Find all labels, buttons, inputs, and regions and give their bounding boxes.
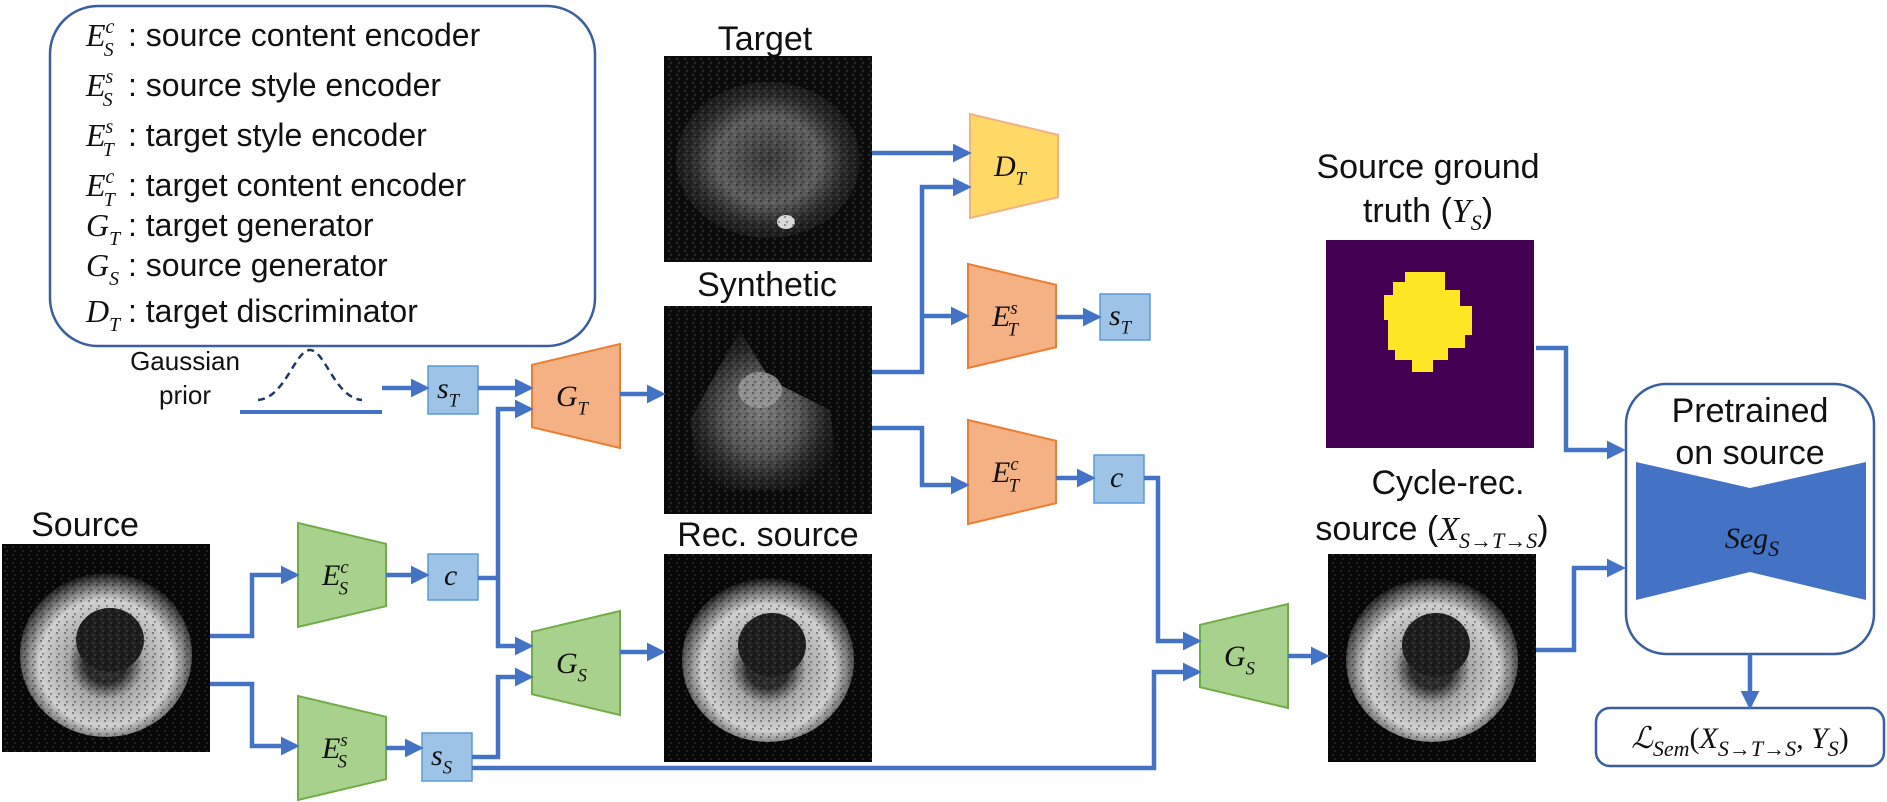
legend-text: : source generator — [128, 247, 388, 283]
gaussian-prior-label-2: prior — [159, 380, 211, 410]
code-symbol: c — [1110, 461, 1123, 494]
segmenter-symbol: SegS — [1725, 522, 1779, 561]
code-c-target: c — [1093, 454, 1145, 504]
legend-text: : target style encoder — [128, 117, 427, 153]
loss-formula: ℒSem(XS→T→S, YS) — [1631, 722, 1849, 761]
arrow — [478, 399, 534, 581]
arrow — [495, 578, 534, 656]
arrow — [1144, 475, 1202, 651]
cycle-rec-image — [1328, 554, 1536, 762]
code-s-t-prior: sT — [427, 365, 479, 415]
legend-text: : target discriminator — [128, 293, 418, 329]
target-label: Target — [718, 20, 813, 58]
cycle-label-2: source (XS→T→S) — [1315, 510, 1548, 553]
block-symbol: GS — [556, 647, 587, 686]
segmenter-box: Pretrained on source SegS — [1624, 382, 1876, 656]
gaussian-curve-icon — [257, 348, 363, 402]
block-symbol: GS — [1224, 640, 1255, 679]
cycle-label-1: Cycle-rec. — [1371, 464, 1524, 502]
arrow — [472, 667, 534, 760]
synthetic-image — [664, 306, 872, 514]
code-symbol: sT — [1109, 299, 1133, 338]
loss-box: ℒSem(XS→T→S, YS) — [1594, 706, 1886, 768]
gt-label-2: truth (YS) — [1363, 192, 1493, 235]
rec-source-image — [664, 554, 872, 762]
source-image — [2, 544, 210, 752]
block-g-source-2: GS — [1199, 602, 1289, 710]
gt-label-1: Source ground — [1316, 148, 1539, 186]
legend-item: GT: target generator — [86, 207, 374, 250]
rec-source-label: Rec. source — [677, 516, 858, 554]
block-g-target: GT — [531, 342, 621, 450]
code-symbol: sS — [431, 739, 452, 778]
legend-text: : target content encoder — [128, 167, 466, 203]
arrow — [210, 681, 300, 756]
code-symbol: c — [444, 559, 457, 592]
legend-text: : source style encoder — [128, 67, 441, 103]
legend-text: : target generator — [128, 207, 374, 243]
legend-item: DT: target discriminator — [85, 293, 418, 336]
arrow — [210, 565, 300, 639]
target-image — [664, 56, 872, 262]
gaussian-prior: Gaussian prior — [130, 346, 382, 414]
segmenter-label-1: Pretrained — [1672, 392, 1829, 430]
latent-codes: sT c sS sT c — [421, 293, 1151, 782]
code-s-t-out: sT — [1099, 293, 1151, 341]
synthetic-label: Synthetic — [697, 266, 837, 304]
arrow — [472, 662, 1202, 771]
legend-symbol: GT — [86, 207, 122, 250]
gaussian-prior-label-1: Gaussian — [130, 346, 240, 376]
code-symbol: sT — [437, 372, 461, 411]
segmenter-hourglass-icon — [1636, 462, 1866, 600]
source-label: Source — [31, 506, 139, 544]
legend-symbol: DT — [85, 293, 122, 336]
code-s-s: sS — [421, 732, 473, 782]
data-flow-arrows — [210, 143, 1760, 771]
legend-symbol: GS — [86, 247, 119, 290]
arrow — [1536, 345, 1626, 460]
block-symbol: DT — [993, 150, 1028, 189]
arrow — [872, 425, 970, 495]
block-g-source: GS — [531, 609, 621, 717]
arrow — [1536, 558, 1626, 653]
legend-text: : source content encoder — [128, 17, 481, 53]
code-c-source: c — [427, 553, 479, 601]
block-symbol: GT — [556, 380, 590, 419]
legend-item: GS: source generator — [86, 247, 388, 290]
ground-truth-mask — [1326, 240, 1534, 448]
block-d-target: DT — [969, 112, 1059, 220]
segmenter-label-2: on source — [1675, 434, 1824, 472]
arrow — [872, 177, 972, 375]
